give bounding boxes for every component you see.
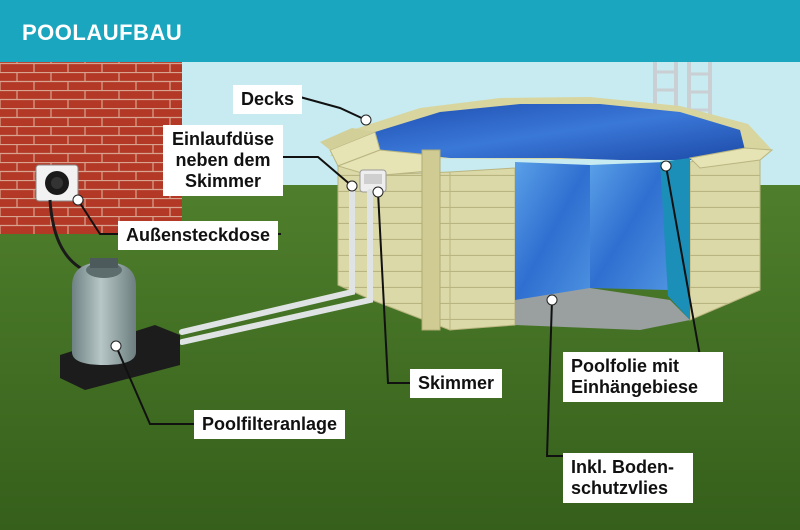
label-bodenschutz-line2: schutzvlies (571, 478, 669, 498)
label-einlaufduese: Einlaufdüse neben dem Skimmer (163, 125, 283, 196)
brick-wall (0, 62, 182, 234)
label-poolfolie: Poolfolie mit Einhängebiese (563, 352, 723, 402)
sand-filter-icon (72, 258, 136, 365)
label-skimmer: Skimmer (410, 369, 503, 398)
label-einlaufduese-line2: neben dem (175, 150, 271, 170)
water-surface (375, 104, 745, 160)
wall-socket-icon (35, 164, 79, 202)
label-einlaufduese-line3: Skimmer (184, 171, 262, 191)
pool-body (320, 97, 774, 331)
label-bodenschutz: Inkl. Boden- schutzvlies (563, 453, 693, 503)
label-aussensteckdose: Außensteckdose (118, 221, 279, 250)
label-bodenschutz-line1: Inkl. Boden- (571, 457, 674, 477)
label-poolfilteranlage: Poolfilteranlage (194, 410, 346, 439)
pipes (179, 187, 373, 345)
label-decks: Decks (233, 85, 303, 114)
header-bar: POOLAUFBAU (0, 0, 800, 62)
pool-liner (660, 158, 690, 320)
floor-fleece (515, 285, 690, 330)
callout-dots (72, 114, 672, 352)
label-poolfolie-line2: Einhängebiese (571, 377, 699, 397)
page-title: POOLAUFBAU (22, 20, 183, 45)
label-einlaufduese-line1: Einlaufdüse (171, 129, 274, 149)
label-poolfolie-line1: Poolfolie mit (571, 356, 679, 376)
